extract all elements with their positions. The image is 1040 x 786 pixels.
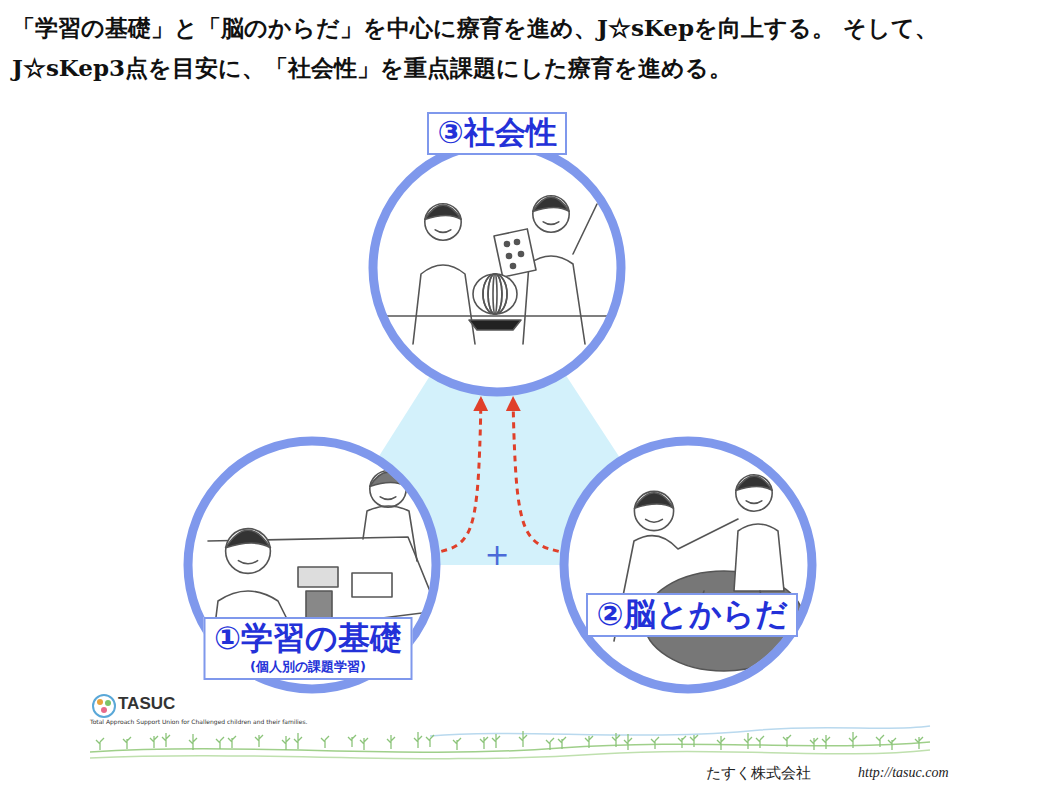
node-heading: ①学習の基礎 [214, 620, 403, 657]
label-box: ②脳とからだ [586, 593, 798, 637]
node-subtitle: (個人別の課題学習) [214, 657, 403, 677]
node-heading: ②脳とからだ [596, 596, 788, 633]
illustration [198, 471, 438, 681]
node-heading: ③社会性 [437, 115, 557, 151]
grass-sprouts [96, 731, 923, 750]
logo-text: TASUC [118, 694, 175, 714]
circle-node: ②脳とからだ [556, 433, 820, 697]
logo-icon [93, 695, 115, 717]
circle-node: ③社会性 [365, 136, 629, 400]
title: 「学習の基礎」と「脳のからだ」を中心に療育を進め、J☆sKepを向上する。 そし… [12, 8, 1032, 88]
illustration [383, 196, 613, 344]
circle-outline [365, 136, 629, 400]
illustration [614, 475, 804, 671]
label-box: ①学習の基礎(個人別の課題学習) [204, 617, 413, 680]
plus-sign: + [484, 537, 509, 572]
circle-outline [556, 433, 820, 697]
circle-node: ①学習の基礎(個人別の課題学習) [180, 433, 444, 697]
dashed-arrow [441, 399, 481, 551]
dashed-arrow [513, 399, 559, 551]
url-text: http://tasuc.com [858, 765, 949, 781]
company-name: たすく株式会社 [706, 764, 811, 783]
label-box: ③社会性 [427, 112, 567, 155]
logo-tagline: Total Approach Support Union for Challen… [90, 718, 308, 725]
grass-border [90, 726, 930, 759]
